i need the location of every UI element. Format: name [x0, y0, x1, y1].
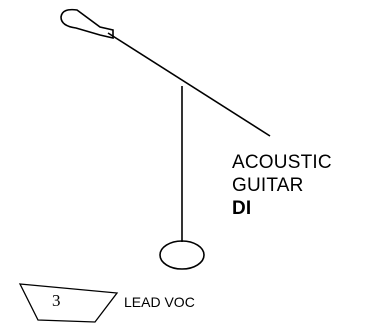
- microphone-head-icon: [60, 8, 114, 40]
- boom-mic-stand-icon: [60, 8, 271, 270]
- mic-label-line-1: ACOUSTIC: [232, 152, 332, 173]
- mic-label-line-2: GUITAR: [232, 175, 304, 196]
- monitor-number: 3: [52, 291, 61, 310]
- floor-monitor-wedge-icon: [18, 283, 119, 323]
- monitor-label: LEAD VOC: [124, 294, 195, 310]
- mic-label-emphasis: DI: [232, 198, 252, 219]
- mic-input-label: ACOUSTIC GUITAR DI: [232, 151, 332, 220]
- stand-base-icon: [159, 240, 205, 270]
- boom-arm: [107, 32, 271, 137]
